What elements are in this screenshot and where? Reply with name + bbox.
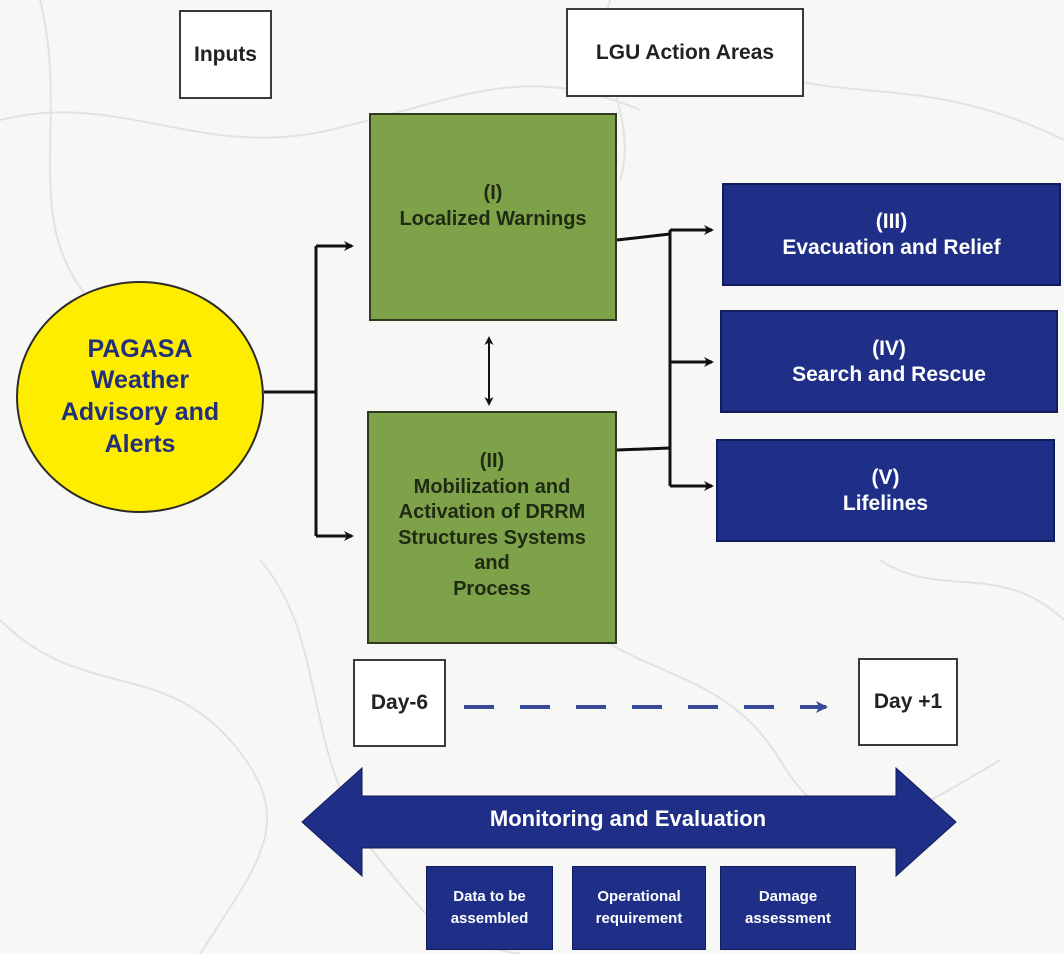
monitoring-item-1-line-1: Data to be — [453, 888, 526, 906]
action-area-5-number: (V) — [871, 466, 900, 490]
monitoring-double-arrow — [301, 766, 957, 878]
pagasa-line-4: Alerts — [104, 429, 176, 458]
action-area-4-number: (IV) — [872, 337, 906, 361]
action-area-4-title: Search and Rescue — [792, 362, 986, 386]
action-area-2-line-3: Structures Systems — [398, 526, 586, 549]
day-end-label: Day +1 — [873, 690, 943, 713]
monitoring-item-operational: Operational requirement — [572, 866, 706, 950]
monitoring-item-damage: Damage assessment — [720, 866, 856, 950]
pagasa-line-2: Weather — [90, 366, 190, 395]
action-area-1-title: Localized Warnings — [399, 207, 587, 230]
monitoring-evaluation-label: Monitoring and Evaluation — [489, 806, 767, 831]
action-area-2-line-2: Activation of DRRM — [398, 501, 586, 524]
localized-warnings-box: (I) Localized Warnings — [369, 113, 617, 321]
action-area-2-number: (II) — [479, 450, 505, 472]
monitoring-item-data: Data to be assembled — [426, 866, 553, 950]
action-area-5-title: Lifelines — [842, 491, 929, 515]
inputs-header-label: Inputs — [194, 42, 257, 66]
monitoring-item-2-line-2: requirement — [595, 910, 683, 927]
inputs-header: Inputs — [179, 10, 272, 99]
monitoring-item-1-line-2: assembled — [450, 910, 529, 927]
action-area-2-line-1: Mobilization and — [413, 475, 571, 498]
action-area-3-number: (III) — [875, 210, 908, 234]
lgu-action-areas-label: LGU Action Areas — [595, 40, 775, 64]
lifelines-box: (V) Lifelines — [716, 439, 1055, 542]
search-rescue-box: (IV) Search and Rescue — [720, 310, 1058, 413]
pagasa-input-ellipse: PAGASA Weather Advisory and Alerts — [16, 281, 264, 513]
lgu-action-areas-header: LGU Action Areas — [566, 8, 804, 97]
pagasa-line-3: Advisory and — [60, 398, 220, 426]
day-start-box: Day-6 — [353, 659, 446, 747]
action-area-2-line-4: and — [474, 552, 510, 575]
warnings-output-line — [616, 232, 671, 242]
action-area-1-number: (I) — [483, 182, 503, 204]
day-start-label: Day-6 — [370, 691, 429, 714]
mobilization-output-line — [616, 446, 671, 452]
monitoring-item-3-line-1: Damage — [758, 888, 818, 906]
action-area-3-title: Evacuation and Relief — [782, 235, 1001, 259]
day-end-box: Day +1 — [858, 658, 958, 746]
evacuation-relief-box: (III) Evacuation and Relief — [722, 183, 1061, 286]
monitoring-item-3-line-2: assessment — [745, 910, 831, 927]
monitoring-item-2-line-1: Operational — [597, 888, 681, 906]
pagasa-line-1: PAGASA — [87, 334, 193, 363]
mobilization-activation-box: (II) Mobilization and Activation of DRRM… — [367, 411, 617, 644]
action-area-2-line-5: Process — [453, 577, 531, 600]
